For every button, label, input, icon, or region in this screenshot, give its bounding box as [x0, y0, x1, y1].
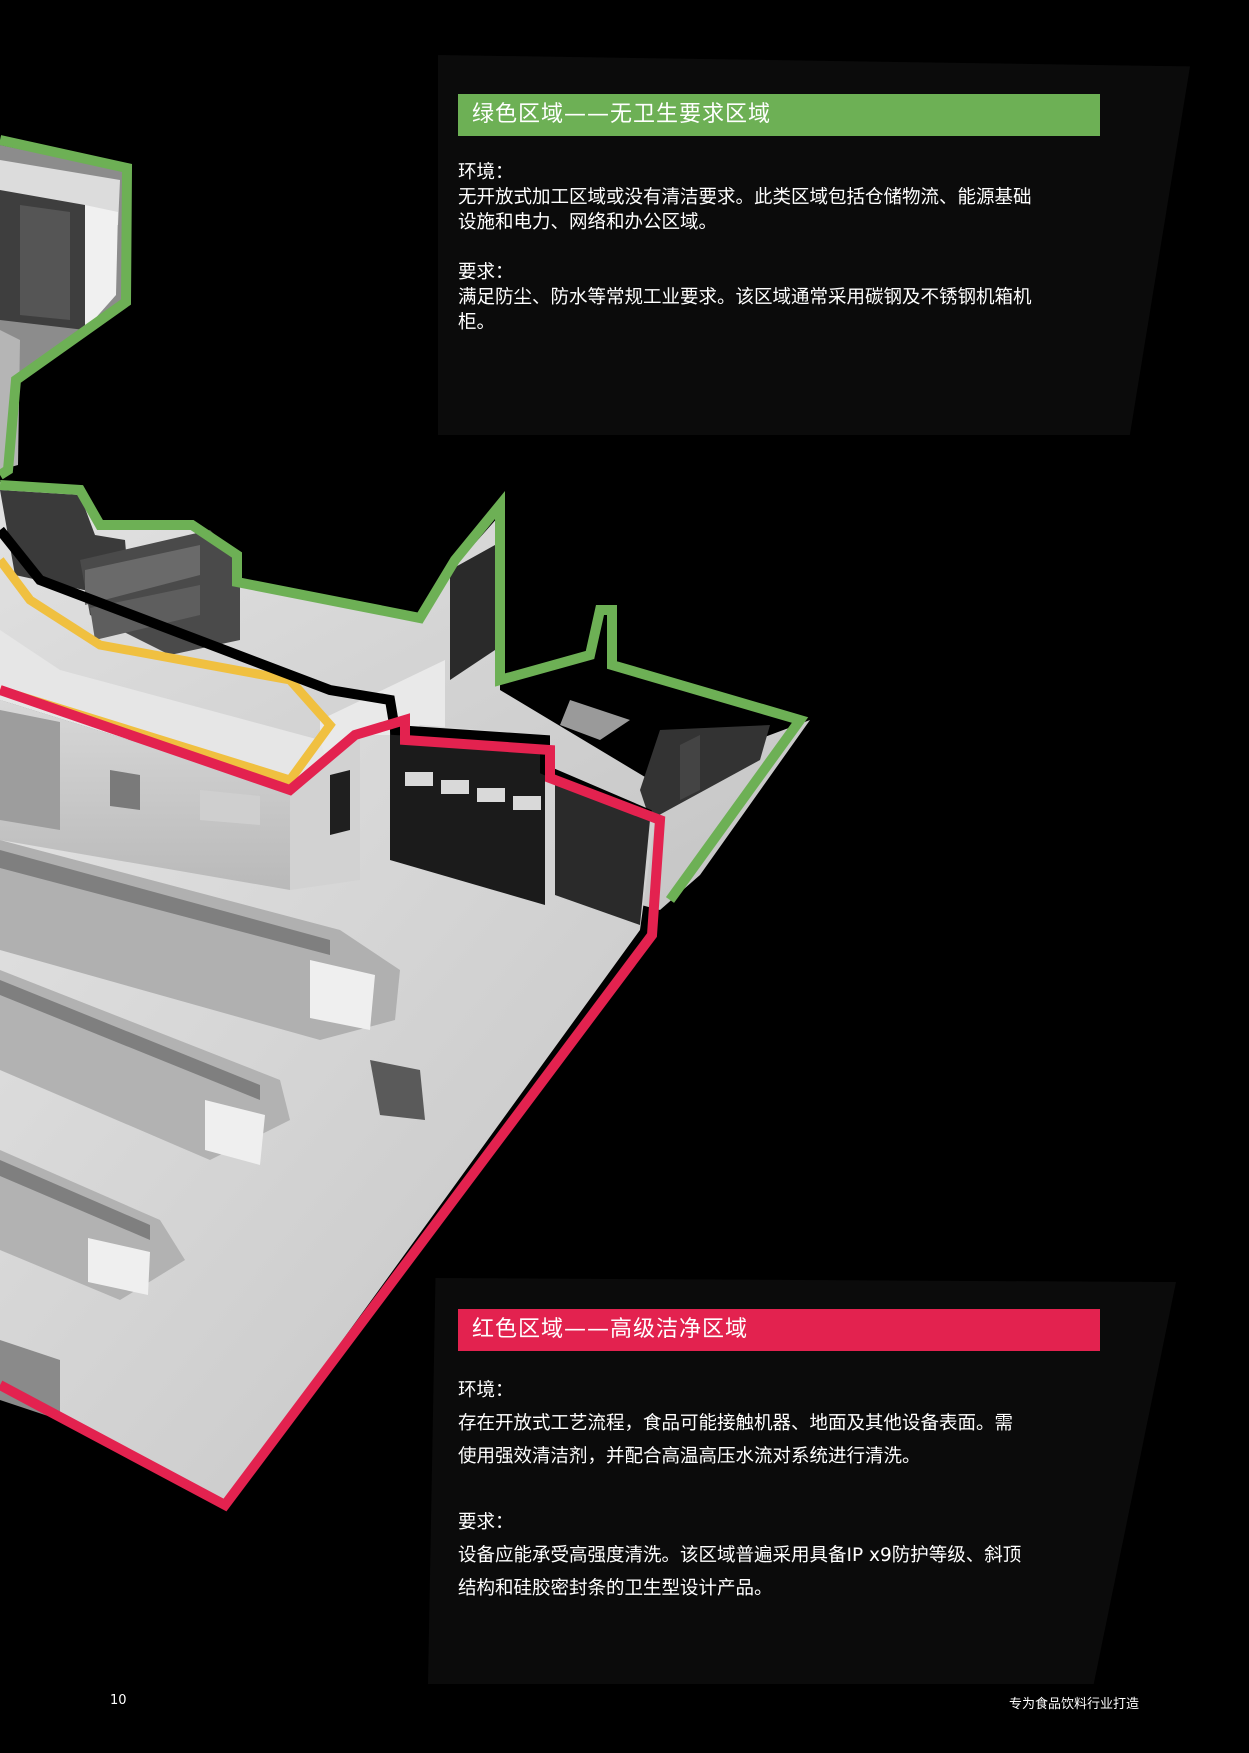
red-requirement-text-line1: 设备应能承受高强度清洗。该区域普遍采用具备IP x9防护等级、斜顶 [458, 1545, 1022, 1566]
footer-tagline: 专为食品饮料行业打造 [1008, 1697, 1139, 1712]
green-requirement-text-line2: 柜。 [458, 312, 496, 333]
green-environment-text-line1: 无开放式加工区域或没有清洁要求。此类区域包括仓储物流、能源基础 [458, 187, 1032, 208]
yellow-zone-area [0, 630, 330, 790]
green-zone-border-middle [0, 480, 809, 903]
green-environment-text-line2: 设施和电力、网络和办公区域。 [458, 212, 718, 233]
red-zone-area [0, 700, 655, 1502]
red-environment-label: 环境： [458, 1380, 514, 1401]
green-requirement-label: 要求： [458, 262, 514, 283]
green-requirement-text-line1: 满足防尘、防水等常规工业要求。该区域通常采用碳钢及不锈钢机箱机 [458, 287, 1032, 308]
red-requirement-label: 要求： [458, 1512, 514, 1533]
red-requirement-text-line2: 结构和硅胶密封条的卫生型设计产品。 [458, 1578, 773, 1599]
page-number: 10 [110, 1693, 127, 1708]
red-zone-body: 环境： 存在开放式工艺流程，食品可能接触机器、地面及其他设备表面。需 使用强效清… [458, 1374, 1098, 1605]
green-zone-border [0, 135, 133, 480]
red-zone-border [0, 685, 666, 1512]
green-zone-title: 绿色区域——无卫生要求区域 [458, 94, 1100, 136]
red-environment-text-line1: 存在开放式工艺流程，食品可能接触机器、地面及其他设备表面。需 [458, 1413, 1014, 1434]
zone-borders [0, 135, 809, 1512]
green-zone-body: 环境： 无开放式加工区域或没有清洁要求。此类区域包括仓储物流、能源基础 设施和电… [458, 160, 1098, 335]
red-environment-text-line2: 使用强效清洁剂，并配合高温高压水流对系统进行清洗。 [458, 1446, 921, 1467]
upper-storage-area [0, 145, 128, 470]
red-zone-title: 红色区域——高级洁净区域 [458, 1309, 1100, 1351]
green-environment-label: 环境： [458, 162, 514, 183]
